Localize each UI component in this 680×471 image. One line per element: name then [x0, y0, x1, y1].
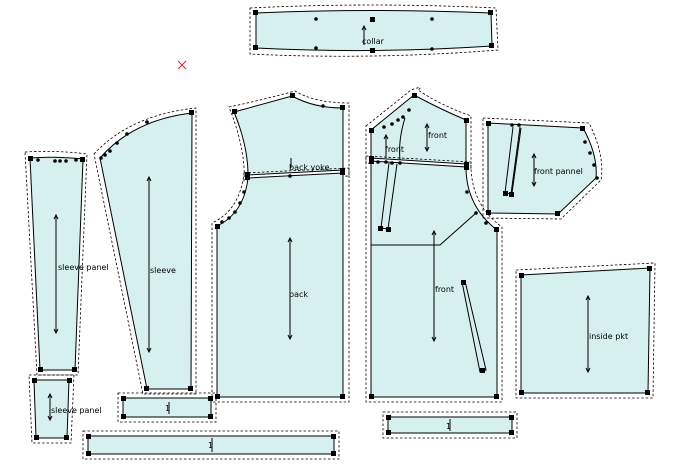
label-back-yoke: back yoke [289, 163, 330, 172]
piece-band-right[interactable]: 1 [382, 411, 518, 439]
label-front-yoke: front [428, 131, 447, 140]
origin-marker-icon [177, 60, 187, 70]
label-cuff: 1 [165, 404, 170, 413]
label-back: back [289, 290, 308, 299]
label-collar: collar [362, 37, 385, 46]
label-front-pannel: front pannel [534, 167, 583, 176]
label-sleeve: sleeve [150, 266, 176, 275]
piece-inside-pkt[interactable]: inside pkt [515, 262, 656, 399]
label-front-top: front [385, 145, 404, 154]
piece-sleeve-panel-small[interactable]: sleeve panel [28, 374, 102, 444]
piece-front-yoke[interactable]: front front [365, 87, 472, 170]
label-inside-pkt: inside pkt [589, 332, 628, 341]
label-front: front [435, 285, 454, 294]
label-band-long: 1 [208, 441, 213, 450]
piece-cuff[interactable]: 1 [117, 392, 217, 423]
piece-back-yoke[interactable]: back yoke [228, 90, 350, 182]
piece-sleeve[interactable]: sleeve [93, 107, 197, 395]
label-band-right: 1 [446, 422, 451, 431]
piece-sleeve-panel[interactable]: sleeve panel [24, 150, 109, 376]
piece-collar[interactable]: collar [249, 4, 499, 57]
piece-front[interactable]: front [365, 155, 503, 403]
piece-front-pannel[interactable]: front pannel [482, 117, 603, 220]
label-sleeve-panel: sleeve panel [58, 263, 109, 272]
piece-band-long[interactable]: 1 [82, 430, 340, 460]
label-sleeve-panel-small: sleeve panel [51, 406, 102, 415]
piece-back[interactable]: back [211, 167, 350, 403]
